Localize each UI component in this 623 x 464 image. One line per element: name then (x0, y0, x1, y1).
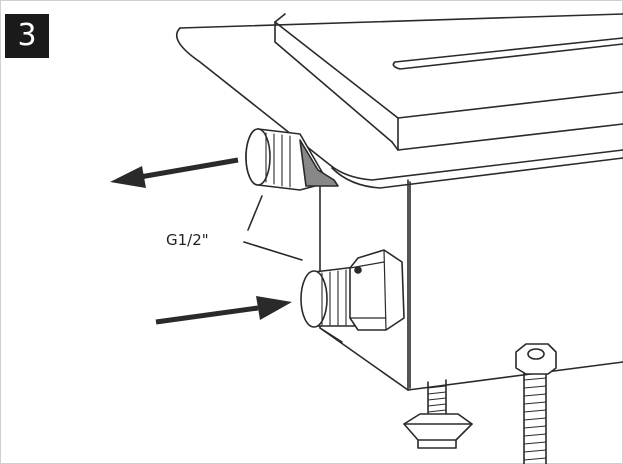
drain-grate (274, 13, 623, 151)
outflow-arrow (110, 157, 239, 188)
inlet-fitting (300, 249, 405, 331)
outlet-fitting (245, 128, 339, 191)
cover-plate (175, 13, 623, 189)
thread-size-label: G1/2" (166, 231, 209, 249)
step-number-badge: 3 (5, 14, 49, 58)
leveling-foot (403, 379, 473, 449)
drain-box-body (319, 179, 623, 391)
thread-callout-leaders (243, 195, 303, 261)
inflow-arrow (155, 296, 292, 325)
threaded-rod (515, 343, 557, 464)
